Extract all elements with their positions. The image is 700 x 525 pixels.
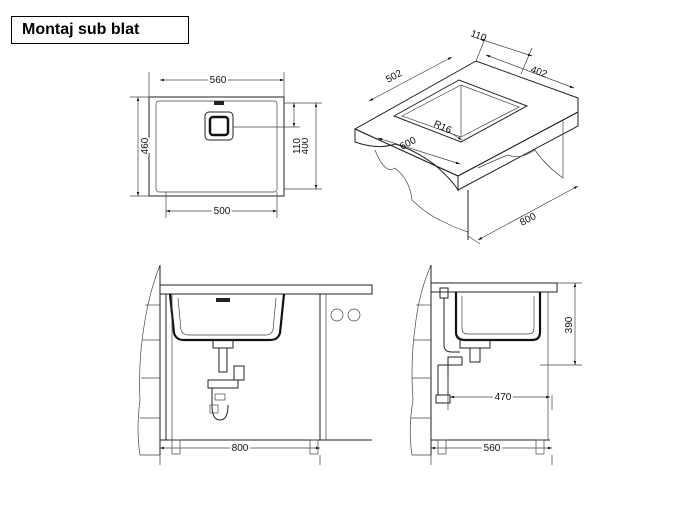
dim-800-front: 800: [232, 443, 249, 454]
side-view: 390 470 560: [409, 264, 582, 465]
iso-view: 110 402 502 R16 600 800: [353, 28, 579, 245]
dim-400: 400: [300, 137, 311, 154]
drain-outer: [204, 111, 234, 141]
drain-inner: [208, 115, 230, 137]
dim-500: 500: [214, 206, 231, 217]
valve-left: [330, 308, 344, 322]
wall-left: [137, 264, 161, 456]
dim-110-top: 110: [292, 138, 303, 154]
front-view: 800: [137, 264, 373, 465]
dim-800: 800: [518, 211, 538, 229]
dim-r16: R16: [432, 119, 454, 137]
dim-470: 470: [495, 392, 512, 403]
countertop-side: [457, 111, 579, 191]
dim-390: 390: [564, 316, 575, 333]
siphon: [211, 388, 229, 421]
top-view: 560 500 460 400 110: [130, 72, 322, 219]
drawing-title: Montaj sub blat: [11, 16, 189, 44]
sink-outer-rim: [148, 96, 285, 197]
dim-502: 502: [384, 68, 404, 86]
countertop-side-view: [430, 282, 558, 293]
sink-bowl-side: [454, 292, 542, 342]
dim-402: 402: [529, 64, 549, 80]
dim-560-side: 560: [484, 443, 501, 454]
dim-460: 460: [140, 137, 151, 154]
wall-right: [409, 264, 432, 456]
countertop-front: [159, 284, 373, 295]
sink-opening: [392, 79, 529, 143]
valve-right: [347, 308, 361, 322]
dim-110-iso: 110: [469, 28, 488, 44]
sink-inner-bowl: [155, 100, 278, 193]
overflow-slot: [214, 101, 224, 105]
dim-560: 560: [210, 75, 227, 86]
